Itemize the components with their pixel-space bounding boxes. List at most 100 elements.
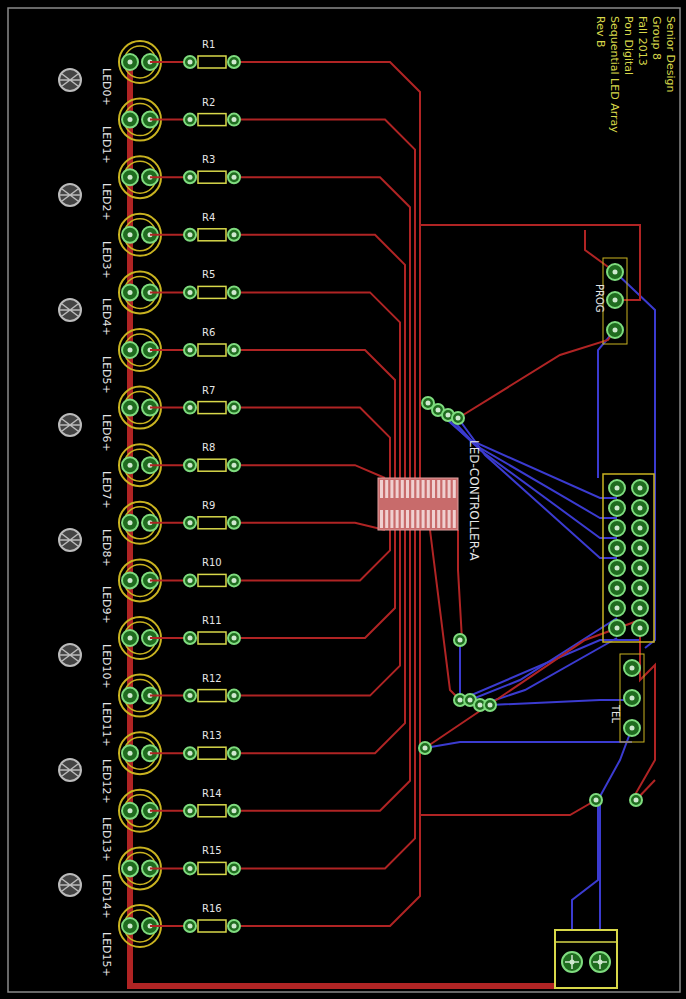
copper-pad <box>609 560 625 576</box>
drill-hole <box>188 348 193 353</box>
connector-label: TEL <box>610 705 620 723</box>
drill-hole <box>436 408 441 413</box>
copper-pad <box>607 292 623 308</box>
copper-pad <box>228 920 240 932</box>
resistor-symbol <box>198 459 226 471</box>
copper-pad <box>632 620 648 636</box>
led-trace <box>235 408 390 478</box>
led-label: LED5+ <box>101 356 112 394</box>
led-label: LED12+ <box>101 759 112 804</box>
led-trace <box>235 530 420 926</box>
copper-pad <box>122 803 138 819</box>
copper-pad <box>228 402 240 414</box>
led-label: LED14+ <box>101 874 112 919</box>
led-trace <box>235 235 405 478</box>
chip-pin <box>453 510 456 528</box>
resistor-symbol <box>198 171 226 183</box>
screw-terminal <box>555 930 617 942</box>
drill-hole <box>188 60 193 65</box>
resistor-label: R10 <box>202 558 222 568</box>
resistor-label: R2 <box>202 98 215 108</box>
resistor-symbol <box>198 229 226 241</box>
copper-pad <box>609 600 625 616</box>
copper-pad <box>122 54 138 70</box>
part-name: LED-CONTROLLER-A <box>468 440 480 561</box>
copper-pad <box>624 690 640 706</box>
copper-pad <box>184 286 196 298</box>
led-label: LED11+ <box>101 702 112 747</box>
led-trace <box>235 292 400 478</box>
drill-hole <box>630 696 635 701</box>
copper-pad <box>228 805 240 817</box>
resistor-label: R3 <box>202 155 215 165</box>
hole-hatch <box>59 649 81 661</box>
drill-hole <box>188 866 193 871</box>
led-label: LED8+ <box>101 529 112 567</box>
resistor-label: R9 <box>202 501 215 511</box>
copper-pad <box>122 745 138 761</box>
led-trace <box>235 523 385 530</box>
chip-pin <box>437 480 440 498</box>
drill-hole <box>594 798 599 803</box>
drill-hole <box>615 506 620 511</box>
copper-pad <box>228 229 240 241</box>
drill-hole <box>128 348 133 353</box>
chip-pin <box>422 480 425 498</box>
drill-hole <box>188 290 193 295</box>
mounting-hole <box>59 414 81 436</box>
top-trace <box>420 800 596 815</box>
drill-hole <box>232 348 237 353</box>
top-trace <box>458 530 462 640</box>
copper-pad <box>184 56 196 68</box>
copper-pad <box>122 918 138 934</box>
led-label: LED3+ <box>101 241 112 279</box>
drill-hole <box>456 416 461 421</box>
copper-pad <box>228 171 240 183</box>
copper-pad <box>624 660 640 676</box>
drill-hole <box>128 60 133 65</box>
resistor-symbol <box>198 56 226 68</box>
drill-hole <box>188 751 193 756</box>
copper-pad <box>609 500 625 516</box>
copper-pad <box>122 457 138 473</box>
copper-pad <box>228 632 240 644</box>
chip-pin <box>380 480 383 498</box>
drill-hole <box>630 666 635 671</box>
board-outline <box>8 8 680 992</box>
led-label: LED0+ <box>101 68 112 106</box>
resistor-symbol <box>198 862 226 874</box>
screw-terminal <box>555 930 617 988</box>
mounting-hole <box>59 529 81 551</box>
resistor-symbol <box>198 920 226 932</box>
chip-pin <box>401 480 404 498</box>
drill-hole <box>638 526 643 531</box>
drill-hole <box>232 808 237 813</box>
resistor-symbol <box>198 805 226 817</box>
chip-pin <box>396 480 399 498</box>
copper-pad <box>122 400 138 416</box>
mounting-hole <box>59 644 81 666</box>
copper-pad <box>184 517 196 529</box>
resistor-symbol <box>198 574 226 586</box>
bottom-trace <box>480 638 617 705</box>
drill-hole <box>232 463 237 468</box>
drill-hole <box>638 586 643 591</box>
led-trace <box>235 62 420 478</box>
copper-pad <box>184 805 196 817</box>
bottom-trace <box>572 728 632 960</box>
copper-pad <box>184 574 196 586</box>
top-trace <box>425 620 655 800</box>
drill-hole <box>634 798 639 803</box>
led-label: LED15+ <box>101 932 112 977</box>
copper-pad <box>228 56 240 68</box>
copper-pad <box>122 860 138 876</box>
led-trace <box>235 177 410 478</box>
chip-pin <box>416 480 419 498</box>
top-trace <box>420 225 640 300</box>
drill-hole <box>615 566 620 571</box>
copper-pad <box>122 342 138 358</box>
led-label: LED10+ <box>101 644 112 689</box>
hole-hatch <box>59 304 81 316</box>
resistor-symbol <box>198 114 226 126</box>
copper-pad <box>632 580 648 596</box>
